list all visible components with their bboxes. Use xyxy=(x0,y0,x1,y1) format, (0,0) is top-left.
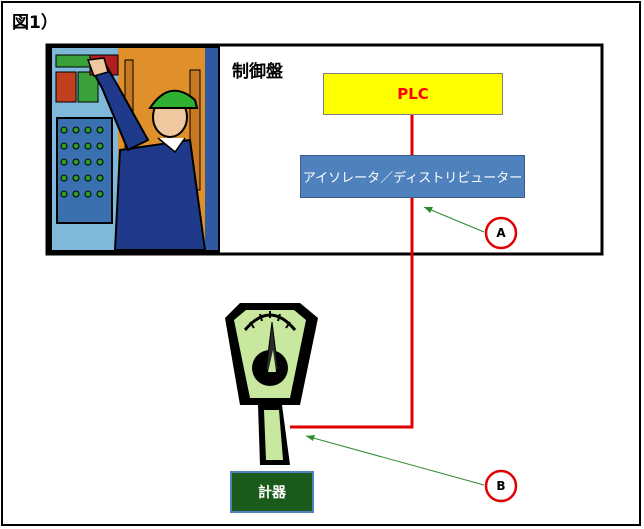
plc-label: PLC xyxy=(397,85,429,103)
callout-a-circle xyxy=(484,216,518,250)
callout-b-circle xyxy=(484,469,518,503)
isolator-distributor-box: アイソレータ／ディストリビューター xyxy=(300,155,525,198)
signal-wire-to-meter xyxy=(290,198,414,429)
meter-box: 計器 xyxy=(230,471,314,513)
callout-a-label: A xyxy=(496,226,506,240)
callout-b-pointer xyxy=(305,435,485,486)
isolator-label: アイソレータ／ディストリビューター xyxy=(302,171,523,186)
control-panel-title: 制御盤 xyxy=(232,62,283,82)
operator-illustration-icon xyxy=(47,45,220,254)
callout-b-label: B xyxy=(496,479,506,493)
figure-label: 図1） xyxy=(12,13,58,33)
callout-a-pointer xyxy=(423,206,485,233)
meter-label: 計器 xyxy=(258,485,286,501)
meter-gauge-icon xyxy=(225,303,318,465)
plc-box: PLC xyxy=(323,73,503,115)
